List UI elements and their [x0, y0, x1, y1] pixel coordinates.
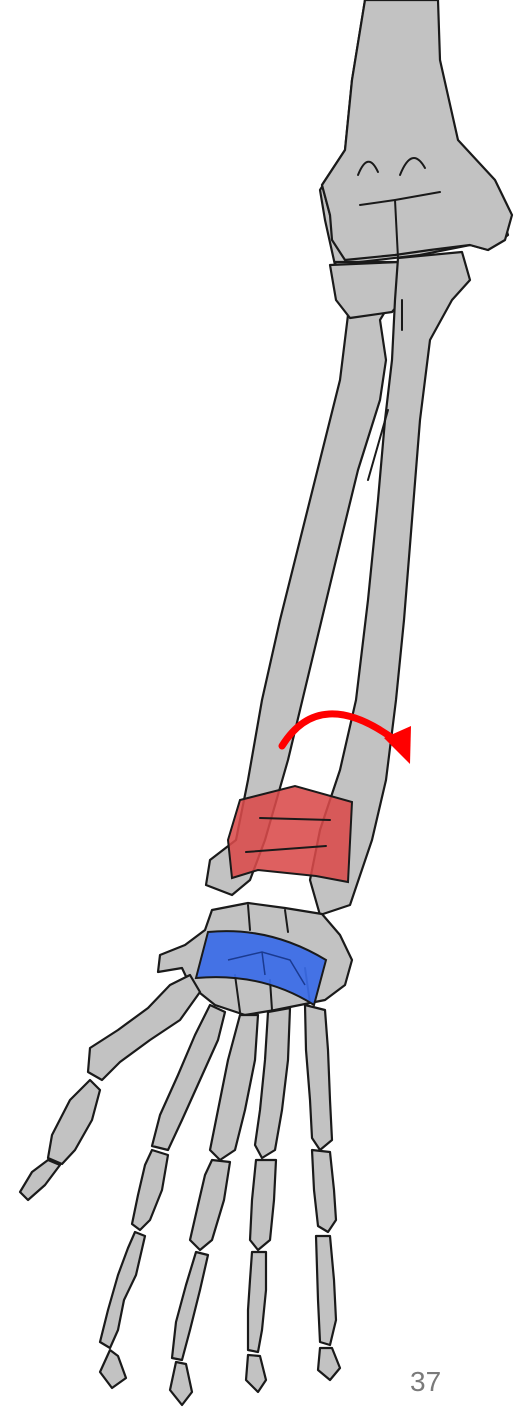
page-number: 37 [410, 1366, 470, 1398]
pronator-quadratus-highlight [228, 786, 352, 882]
humerus-bone [320, 0, 512, 265]
little-finger-bones [305, 1005, 340, 1380]
